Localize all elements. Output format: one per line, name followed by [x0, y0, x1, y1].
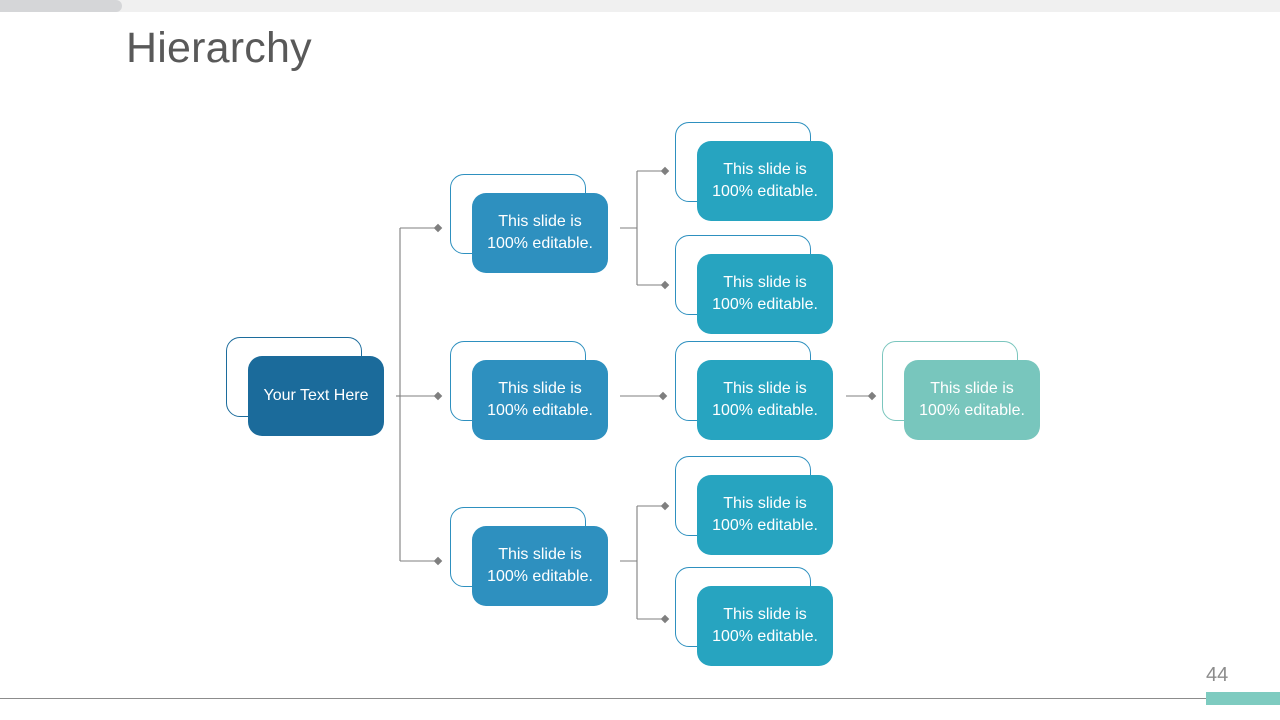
top-bar-light-segment [0, 0, 1280, 12]
node-leaf-4-card[interactable]: This slide is 100% editable. [697, 475, 833, 555]
node-leaf-3-card[interactable]: This slide is 100% editable. [697, 360, 833, 440]
node-branch-2-card[interactable]: This slide is 100% editable. [472, 360, 608, 440]
node-terminal-1-card[interactable]: This slide is 100% editable. [904, 360, 1040, 440]
node-root-card[interactable]: Your Text Here [248, 356, 384, 436]
node-branch-1-card[interactable]: This slide is 100% editable. [472, 193, 608, 273]
footer-divider [0, 698, 1280, 699]
node-leaf-5-card[interactable]: This slide is 100% editable. [697, 586, 833, 666]
page-title: Hierarchy [126, 24, 312, 72]
node-leaf-2-card[interactable]: This slide is 100% editable. [697, 254, 833, 334]
top-bar-dark-segment [0, 0, 122, 12]
footer-accent-bar [1206, 692, 1280, 705]
node-branch-3-card[interactable]: This slide is 100% editable. [472, 526, 608, 606]
node-leaf-1-card[interactable]: This slide is 100% editable. [697, 141, 833, 221]
page-number: 44 [1206, 664, 1229, 686]
